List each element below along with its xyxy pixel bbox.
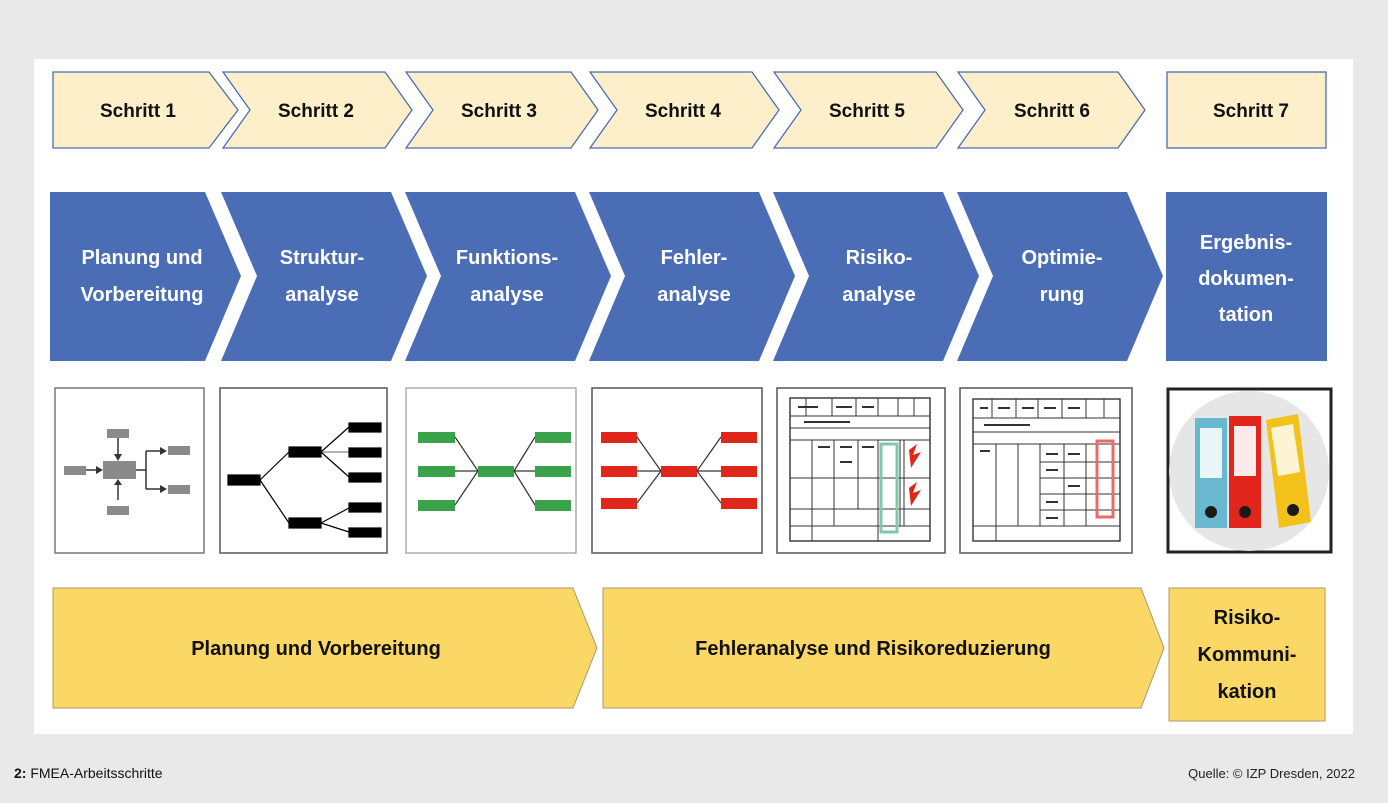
step-7: Schritt 7 [1166,71,1327,149]
icon-row [54,387,1333,554]
phase-7: Ergebnis- dokumen- tation [1166,192,1327,361]
group-3-line-1: Risiko- [1214,607,1281,629]
step-1-label: Schritt 1 [100,101,176,122]
step-4-label: Schritt 4 [645,101,721,122]
group-3-line-3: kation [1218,681,1277,703]
step-6-label: Schritt 6 [1014,101,1090,122]
group-3-line-2: Kommuni- [1198,644,1297,666]
phase-2-line-2: analyse [285,284,358,306]
group-1: Planung und Vorbereitung [52,587,598,709]
binders-icon [1166,387,1333,554]
phase-6: Optimie- rung [957,192,1163,361]
phase-4: Fehler- analyse [589,192,795,361]
risk-form-icon [776,387,946,554]
planning-flow-icon [54,387,205,554]
group-2: Fehleranalyse und Risikoreduzierung [602,587,1165,709]
step-3: Schritt 3 [404,71,599,149]
group-2-label: Fehleranalyse und Risikoreduzierung [695,638,1051,660]
phase-3-line-2: analyse [470,284,543,306]
figure-caption: 2: FMEA-Arbeitsschritte [14,765,163,781]
phase-3: Funktions- analyse [405,192,611,361]
function-network-icon [405,387,577,554]
phase-5-line-2: analyse [842,284,915,306]
phase-2: Struktur- analyse [221,192,427,361]
phase-3-line-1: Funktions- [456,247,558,269]
phase-1-line-2: Vorbereitung [81,284,204,306]
phase-7-line-3: tation [1219,304,1273,326]
structure-tree-icon [219,387,388,554]
group-1-label: Planung und Vorbereitung [191,638,441,660]
phase-7-line-2: dokumen- [1198,268,1294,290]
phase-4-line-2: analyse [657,284,730,306]
step-5: Schritt 5 [772,71,964,149]
step-3-label: Schritt 3 [461,101,537,122]
phase-1-line-1: Planung und [81,247,202,269]
optimization-form-icon [959,387,1133,554]
phase-6-line-1: Optimie- [1021,247,1102,269]
step-2: Schritt 2 [221,71,413,149]
phase-7-line-1: Ergebnis- [1200,232,1292,254]
figure-title: FMEA-Arbeitsschritte [30,765,163,781]
phase-1: Planung und Vorbereitung [50,192,241,361]
source-credit: Quelle: © IZP Dresden, 2022 [1188,766,1355,781]
step-6: Schritt 6 [956,71,1146,149]
step-1: Schritt 1 [52,71,239,149]
step-4: Schritt 4 [588,71,780,149]
step-2-label: Schritt 2 [278,101,354,122]
phase-row: Planung und Vorbereitung Struktur- analy… [50,192,1327,361]
phase-4-line-1: Fehler- [661,247,728,269]
group-row: Planung und Vorbereitung Fehleranalyse u… [52,587,1326,722]
figure-number: 2: [14,765,27,781]
step-7-label: Schritt 7 [1213,101,1289,122]
phase-5-line-1: Risiko- [846,247,913,269]
group-3: Risiko- Kommuni- kation [1168,587,1326,722]
phase-6-line-2: rung [1040,284,1084,306]
failure-network-icon [591,387,763,554]
phase-2-line-1: Struktur- [280,247,364,269]
step-5-label: Schritt 5 [829,101,905,122]
step-row: Schritt 1 Schritt 2 Schritt 3 Schritt 4 … [52,71,1327,149]
phase-5: Risiko- analyse [773,192,979,361]
